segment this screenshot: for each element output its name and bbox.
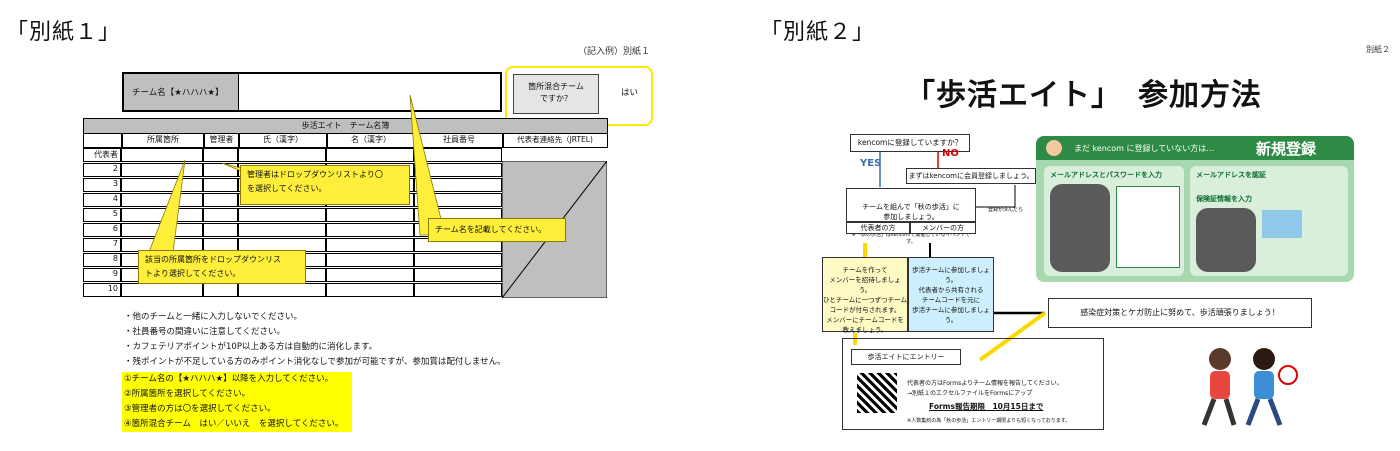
- phone-illustration-2: [1196, 208, 1256, 272]
- team-name-label: チーム名【★ハハハ★】: [124, 74, 239, 110]
- yes-label: YES: [860, 158, 882, 169]
- right-heading: 「別紙２」: [760, 20, 876, 45]
- safety-message: 感染症対策とケガ防止に努めて、歩活頑張りましょう！: [1048, 298, 1312, 328]
- member-label: メンバーの方: [910, 222, 976, 234]
- note-item: ・社員番号の間違いに注意してください。: [124, 327, 285, 337]
- step1-notes: [1116, 186, 1180, 268]
- table-cell[interactable]: [326, 238, 414, 252]
- notes-list: ・他のチームと一緒に入力しないでください。 ・社員番号の間違いに注意してください…: [124, 310, 506, 370]
- left-heading: 「別紙１」: [6, 20, 122, 45]
- form-team-box: チームを組んで「秋の歩活」に 参加しましょう。 ※「秋の歩活」はkencomで開…: [846, 188, 976, 245]
- col-manager: 管理者: [203, 133, 240, 148]
- step3-title: 保険証情報を入力: [1196, 195, 1252, 203]
- step-item: ③管理者の方は〇を選択してください。: [122, 402, 352, 417]
- table-cell[interactable]: [203, 148, 238, 162]
- phone-illustration: [1050, 184, 1110, 272]
- forms-deadline: Forms報告期限 10月15日まで: [929, 402, 1044, 411]
- insurance-card-icon: [1262, 210, 1302, 238]
- panel-head-text: まだ kencom に登録していない方は…: [1074, 144, 1215, 153]
- table-cell[interactable]: [203, 208, 238, 222]
- person-icon: [1046, 140, 1062, 156]
- step1-title: メールアドレスとパスワードを入力: [1050, 171, 1162, 179]
- table-row: 代表者: [83, 148, 502, 163]
- panel-header: まだ kencom に登録していない方は… 新規登録: [1036, 136, 1354, 160]
- step-item: ①チーム名の【★ハハハ★】以降を入力してください。: [122, 372, 352, 387]
- rep-label: 代表者の方: [846, 222, 910, 234]
- note-item: ・残ポイントが不足している方のみポイント消化なしで参加が可能ですが、参加賞は配付…: [124, 357, 506, 367]
- sheet-label: 別紙２: [1366, 45, 1390, 54]
- page-title: 「歩活エイト」 参加方法: [905, 78, 1262, 113]
- panel-title: 新規登録: [1256, 140, 1317, 158]
- steps-list: ①チーム名の【★ハハハ★】以降を入力してください。 ②所属箇所を選択してください…: [122, 372, 352, 432]
- mixed-team-answer: はい: [621, 88, 639, 98]
- walking-people-illustration: [1201, 348, 1298, 426]
- member-instructions: 歩活チームに参加しましょう。 代表者から共有される チームコードを元に 歩活チー…: [908, 257, 994, 332]
- sample-label: （記入例）別紙１: [578, 47, 651, 57]
- row-label: 9: [83, 268, 121, 282]
- table-cell[interactable]: [203, 193, 238, 207]
- table-cell[interactable]: [121, 193, 203, 207]
- table-cell[interactable]: [121, 148, 203, 162]
- table-cell[interactable]: [121, 178, 203, 192]
- rep-instructions: チームを作って メンバーを招待しましょう。 ひとチームに一つずつチーム コードが…: [822, 257, 908, 334]
- step2-title: メールアドレスを認証: [1196, 171, 1266, 179]
- row-label: 8: [83, 253, 121, 267]
- callout-team-name: チーム名を記載してください。: [428, 218, 566, 242]
- step2-area: メールアドレスを認証 保険証情報を入力: [1190, 166, 1348, 276]
- row-label: 10: [83, 283, 121, 297]
- form-team-text: チームを組んで「秋の歩活」に 参加しましょう。: [862, 203, 960, 221]
- row-label: 3: [83, 178, 121, 192]
- new-registration-panel: まだ kencom に登録していない方は… 新規登録 メールアドレスとパスワード…: [1036, 136, 1354, 282]
- entry-box: 歩活エイトにエントリー 代表者の方はFormsよりチーム情報を報告してください。…: [842, 338, 1104, 430]
- step1-area: メールアドレスとパスワードを入力: [1044, 166, 1184, 276]
- row-label: 6: [83, 223, 121, 237]
- row-label: 7: [83, 238, 121, 252]
- note-item: ・他のチームと一緒に入力しないでください。: [124, 312, 302, 322]
- table-cell[interactable]: [326, 283, 414, 297]
- step-item: ②所属箇所を選択してください。: [122, 387, 352, 402]
- after-registration: 登録が済んだら: [988, 207, 1024, 213]
- q-registered: kencomに登録していますか？: [850, 134, 970, 152]
- row-label: 代表者: [83, 148, 121, 162]
- row-label: 2: [83, 163, 121, 177]
- step-item: ④箇所混合チーム はい／いいえ を選択してください。: [122, 417, 352, 432]
- table-cell[interactable]: [203, 178, 238, 192]
- form-team-note: ※「秋の歩活」はkencomで開催しているイベントです。: [851, 232, 971, 245]
- register-first: まずはkencomに会員登録しましょう。: [906, 168, 1036, 184]
- col-contact: 代表者連絡先（JRTEL): [502, 133, 608, 148]
- table-cell[interactable]: [238, 223, 326, 237]
- callout-office: 該当の所属箇所をドロップダウンリス トより選択してください。: [138, 250, 306, 284]
- mixed-team-callout: 箇所混合チーム ですか？ はい: [505, 66, 653, 126]
- mixed-team-question: 箇所混合チーム ですか？: [513, 74, 599, 114]
- row-label: 5: [83, 208, 121, 222]
- row-label: 4: [83, 193, 121, 207]
- entry-title: 歩活エイトにエントリー: [851, 349, 961, 365]
- entry-note: ※人数集約の為「秋の歩活」エントリー期限よりも短くなっております。: [907, 418, 1071, 424]
- col-office: 所属箇所: [121, 133, 205, 148]
- table-cell[interactable]: [238, 148, 326, 162]
- no-label: NO: [942, 148, 959, 159]
- table-cell[interactable]: [326, 268, 414, 282]
- qr-code-icon: [857, 373, 897, 413]
- entry-line: →別紙１のエクセルファイルをFormsにアップ: [907, 390, 1033, 397]
- entry-line: 代表者の方はFormsよりチーム情報を報告してください。: [907, 380, 1063, 387]
- table-cell[interactable]: [326, 148, 414, 162]
- table-header-row: 所属箇所 管理者 氏（漢字） 名（漢字） 社員番号 代表者連絡先（JRTEL): [83, 133, 608, 148]
- table-cell[interactable]: [326, 223, 414, 237]
- callout-manager: 管理者はドロップダウンリストより〇 を選択してください。: [240, 165, 410, 205]
- table-cell[interactable]: [238, 208, 326, 222]
- note-item: ・カフェテリアポイントが10P以上ある方は自動的に消化します。: [124, 342, 378, 352]
- table-cell[interactable]: [203, 223, 238, 237]
- entry-details: 代表者の方はFormsよりチーム情報を報告してください。 →別紙１のエクセルファ…: [907, 379, 1063, 399]
- table-cell[interactable]: [326, 208, 414, 222]
- table-cell[interactable]: [121, 163, 203, 177]
- col-last-name: 氏（漢字）: [238, 133, 328, 148]
- team-name-bar: チーム名【★ハハハ★】: [122, 72, 502, 112]
- table-cell[interactable]: [326, 253, 414, 267]
